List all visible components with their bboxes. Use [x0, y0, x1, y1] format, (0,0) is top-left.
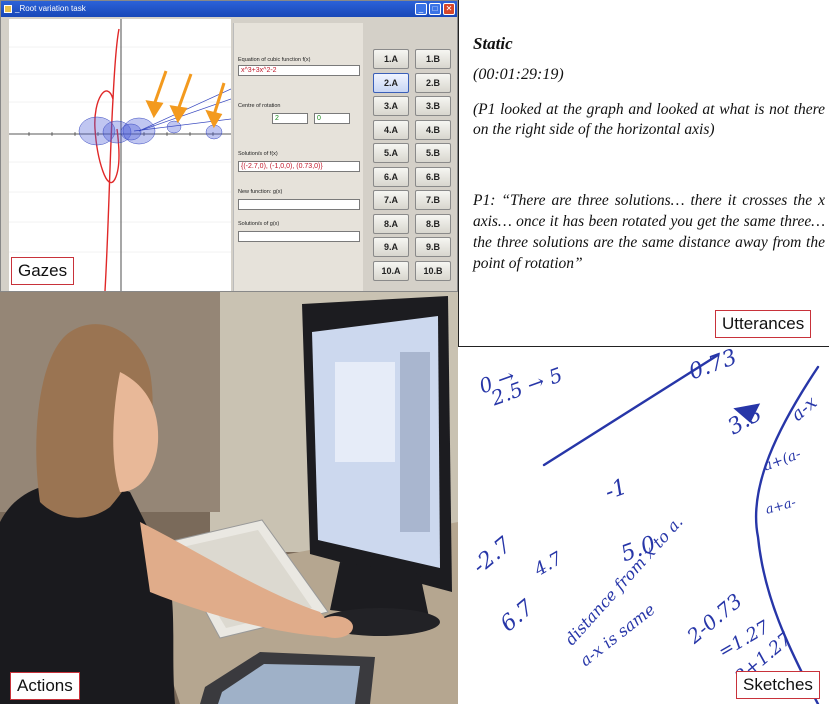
gsol-label: Solution/s of g(x) — [238, 221, 280, 227]
tablet — [200, 652, 375, 704]
sketches-label: Sketches — [736, 671, 820, 699]
center-x-input[interactable]: 2 — [272, 113, 308, 124]
center-y-input[interactable]: 0 — [314, 113, 350, 124]
maximize-button[interactable]: □ — [429, 3, 441, 15]
task-button-6b[interactable]: 6.B — [415, 166, 451, 187]
orange-arrow-icon — [145, 70, 226, 129]
utterance-observation: (P1 looked at the graph and looked at wh… — [473, 101, 825, 138]
task-button-5b[interactable]: 5.B — [415, 143, 451, 163]
close-button[interactable]: ✕ — [443, 3, 455, 15]
task-button-4a[interactable]: 4.A — [373, 119, 409, 140]
task-button-7a[interactable]: 7.A — [373, 190, 409, 210]
window-title: _Root variation task — [15, 4, 86, 13]
gaze-fixations — [78, 116, 223, 146]
utterances-label: Utterances — [715, 310, 812, 338]
utterance-quote: P1: “There are three solutions… there it… — [473, 192, 825, 272]
utterance-timestamp: (00:01:29:19) — [473, 66, 564, 83]
participant-photo — [0, 292, 458, 704]
task-button-4b[interactable]: 4.B — [415, 119, 451, 140]
task-button-2a[interactable]: 2.A — [373, 72, 409, 93]
sketch-strokes — [542, 353, 820, 704]
task-button-2b[interactable]: 2.B — [415, 72, 451, 93]
task-button-1b[interactable]: 1.B — [415, 49, 451, 69]
minimize-button[interactable]: _ — [415, 3, 427, 15]
utterance-heading: Static — [473, 34, 513, 53]
function-fields: Equation of cubic function f(x) x^3+3x^2… — [233, 23, 363, 291]
app-icon — [4, 5, 12, 13]
task-button-10b[interactable]: 10.B — [415, 260, 451, 281]
solutions-input[interactable]: {(-2.7,0), (-1,0,0), (0.73,0)} — [238, 161, 360, 172]
actions-label: Actions — [10, 672, 80, 700]
task-button-6a[interactable]: 6.A — [373, 166, 409, 187]
task-button-3b[interactable]: 3.B — [415, 96, 451, 116]
task-button-5a[interactable]: 5.A — [373, 143, 409, 163]
task-button-9b[interactable]: 9.B — [415, 237, 451, 257]
task-button-1a[interactable]: 1.A — [373, 49, 409, 69]
solutions-label: Solution/s of f(x) — [238, 151, 278, 157]
task-button-8b[interactable]: 8.B — [415, 213, 451, 234]
monitor — [302, 296, 452, 636]
task-button-8a[interactable]: 8.A — [373, 213, 409, 234]
task-button-3a[interactable]: 3.A — [373, 96, 409, 116]
window-titlebar: _Root variation task _ □ ✕ — [1, 1, 457, 17]
gsol-input[interactable] — [238, 231, 360, 242]
cubic-label: Equation of cubic function f(x) — [238, 57, 311, 63]
gazes-panel: _Root variation task _ □ ✕ — [0, 0, 458, 292]
participant — [0, 324, 353, 704]
task-button-10a[interactable]: 10.A — [373, 260, 409, 281]
actions-panel: Actions — [0, 292, 458, 704]
utterances-panel: Static (00:01:29:19) (P1 looked at the g… — [458, 0, 829, 347]
cubic-curve — [104, 28, 120, 291]
cubic-curve-loop — [94, 90, 120, 184]
task-button-9a[interactable]: 9.A — [373, 237, 409, 257]
cubic-input[interactable]: x^3+3x^2-2 — [238, 65, 360, 76]
task-button-7b[interactable]: 7.B — [415, 190, 451, 210]
newfn-label: New function: g(x) — [238, 189, 283, 195]
newfn-input[interactable] — [238, 199, 360, 210]
gazes-label: Gazes — [11, 257, 75, 285]
graph-canvas[interactable] — [9, 19, 231, 291]
center-label: Centre of rotation — [238, 103, 281, 109]
